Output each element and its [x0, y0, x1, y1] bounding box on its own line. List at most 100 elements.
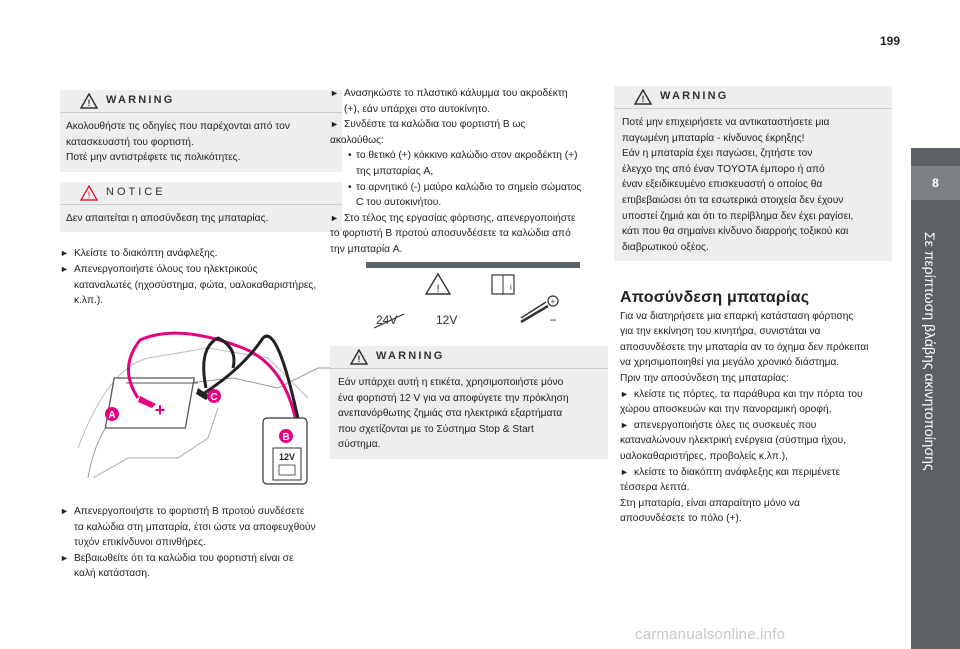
- text-line: Ποτέ μην επιχειρήσετε να αντικαταστήσετε…: [622, 117, 830, 128]
- label-24v: 24V: [376, 313, 397, 327]
- text-line: το φορτιστή B προτού αποσυνδέσετε τα καλ…: [330, 228, 571, 240]
- list-item: ► Απενεργοποιήστε το φορτιστή B προτού σ…: [60, 504, 350, 551]
- warning-icon: !: [634, 89, 652, 105]
- arrow-bullet-icon: ►: [330, 212, 339, 223]
- list-item: ► Συνδέστε τα καλώδια του φορτιστή B ως: [330, 117, 610, 133]
- text-line: αποσυνδέσετε την μπαταρία αν το όχημα δε…: [620, 341, 869, 353]
- text-line: παγωμένη μπαταρία - κίνδυνος έκρηξης!: [622, 132, 805, 144]
- text-line: Ανασηκώστε το πλαστικό κάλυμμα του ακροδ…: [344, 88, 568, 99]
- warning-icon: !: [80, 93, 98, 109]
- text-line: Εάν η μπαταρία έχει παγώσει, ζητήστε τον: [622, 148, 813, 160]
- label-top-bar: [366, 262, 580, 268]
- steps-2: ► Απενεργοποιήστε το φορτιστή B προτού σ…: [60, 504, 350, 582]
- text-line: Για να διατηρήσετε μια επαρκή κατάσταση …: [620, 310, 854, 322]
- warning-box-1: ! WARNING Ακολουθήστε τις οδηγίες που πα…: [60, 90, 342, 172]
- arrow-bullet-icon: ►: [330, 88, 339, 98]
- label-a-circle: [105, 407, 119, 421]
- text-line: Στη μπαταρία, είναι απαραίτητο μόνο να: [620, 497, 801, 509]
- minus-symbol: −: [549, 313, 556, 327]
- warning-header: ! WARNING: [60, 90, 342, 112]
- arrow-bullet-icon: ►: [60, 506, 69, 516]
- warning-header: ! WARNING: [330, 346, 608, 368]
- steps-1: ► Κλείστε το διακόπτη ανάφλεξης. ► Απενερ…: [60, 246, 342, 308]
- label-c-circle: [207, 389, 221, 403]
- section-heading: Αποσύνδεση μπαταρίας: [620, 289, 810, 306]
- text-line: Απενεργοποιήστε όλους του ηλεκτρικούς: [74, 263, 258, 275]
- warning-text: Ακολουθήστε τις οδηγίες που παρέχονται α…: [60, 113, 342, 166]
- warning-mark: !: [436, 283, 439, 295]
- dot-bullet: •: [348, 150, 352, 162]
- text-line: χώρου αποσκευών και την πανοραμική οροφή…: [620, 404, 832, 416]
- text-line: επιβεβαιώσει ότι τα εσωτερικά στοιχεία δ…: [622, 194, 844, 206]
- list-item: ► Στο τέλος της εργασίας φόρτισης, απενε…: [330, 211, 610, 227]
- clamp-icon: [520, 304, 549, 324]
- chapter-title: Σε περίπτωση βλάβης ακινητοποίησης: [922, 232, 938, 471]
- black-cable: [202, 336, 236, 389]
- chapter-number: 8: [911, 166, 960, 200]
- text-line: κ.λπ.).: [74, 295, 104, 307]
- red-clamp: [138, 396, 156, 408]
- list-item: ► απενεργοποιήστε όλες τις συσκευές που: [620, 418, 902, 434]
- text-line: έναν εξειδικευμένο επισκευαστή ο οποίος …: [622, 179, 823, 191]
- svg-text:!: !: [358, 354, 361, 364]
- warning-icon: [424, 272, 452, 295]
- arrow-bullet-icon: ►: [620, 466, 629, 477]
- warning-title: WARNING: [660, 90, 729, 103]
- voltage-label-svg: ! i 24V 12V + −: [373, 272, 559, 329]
- warning-text: Εάν υπάρχει αυτή η ετικέτα, χρησιμοποιήσ…: [330, 369, 608, 453]
- list-item: ► κλείστε το διακόπτη ανάφλεξης και περι…: [620, 465, 902, 481]
- battery-charging-illustration: + − A C 12V B: [77, 331, 333, 485]
- text-line: κατασκευαστή του φορτιστή.: [66, 136, 194, 148]
- red-cable: [127, 331, 302, 449]
- warning-title: WARNING: [106, 94, 175, 107]
- svg-text:!: !: [642, 94, 645, 104]
- text-line: Ποτέ μην αντιστρέφετε τις πολικότητες.: [66, 152, 241, 164]
- text-line: κάτι που θα σημαίνει κίνδυνο διαρροής το…: [622, 226, 849, 238]
- text-line: Πριν την αποσύνδεση της μπαταρίας:: [620, 372, 789, 384]
- arrow-bullet-icon: ►: [60, 248, 69, 259]
- text-line: που σχετίζονται με το Σύστημα Stop & Sta…: [338, 423, 534, 435]
- notice-header: ! NOTICE: [60, 182, 342, 204]
- text-line: υαλοκαθαριστήρες, προβολείς κ.λπ.),: [620, 450, 788, 462]
- text-line: Ακολουθήστε τις οδηγίες που παρέχονται α…: [66, 121, 290, 132]
- text-line: Στο τέλος της εργασίας φόρτισης, απενεργ…: [344, 212, 576, 224]
- text-line: να χρησιμοποιηθεί για μεγάλο χρονικό διά…: [620, 357, 840, 369]
- text-line: C του αυτοκινήτου.: [356, 197, 442, 209]
- text-line: Κλείστε το διακόπτη ανάφλεξης.: [74, 248, 218, 260]
- notice-box: ! NOTICE Δεν απαιτείται η αποσύνδεση της…: [60, 181, 342, 233]
- arrow-bullet-icon: ►: [60, 263, 69, 274]
- battery-figure: + − A C 12V B: [68, 328, 338, 488]
- text-line: τα καλώδια στη μπαταρία, έτσι ώστε να απ…: [74, 521, 316, 533]
- text-line: κλείστε το διακόπτη ανάφλεξης και περιμέ…: [634, 466, 840, 478]
- black-clamp: [196, 388, 210, 400]
- text-line: ακολούθως:: [330, 134, 384, 146]
- battery-disconnection-section: Αποσύνδεση μπαταρίας Για να διατηρήσετε …: [620, 290, 902, 527]
- text-line: αποσυνδέσετε το πόλο (+).: [620, 513, 742, 525]
- text-line: Απενεργοποιήστε το φορτιστή B προτού συν…: [74, 506, 305, 517]
- warning-header: ! WARNING: [614, 86, 892, 108]
- warning-box-3: ! WARNING Ποτέ μην επιχειρήσετε να αντικ…: [614, 86, 892, 262]
- arrow-bullet-icon: ►: [620, 388, 629, 399]
- label-a: A: [108, 410, 115, 421]
- arrow-bullet-icon: ►: [330, 119, 339, 130]
- warning-box-2: ! WARNING Εάν υπάρχει αυτή η ετικέτα, χρ…: [330, 346, 608, 459]
- text-line: υποστεί ζημιά και ότι το περίβλημα δεν έ…: [622, 210, 854, 222]
- column-2: ► Ανασηκώστε το πλαστικό κάλυμμα του ακρ…: [330, 86, 610, 258]
- warning-title: WARNING: [376, 350, 445, 363]
- watermark: carmanualsonline.info: [635, 626, 786, 643]
- list-item: ► Απενεργοποιήστε όλους του ηλεκτρικούς …: [60, 262, 342, 309]
- text-line: έλεγχο της από έναν TOYOTA έμπορο ή από: [622, 163, 825, 175]
- text-line: το θετικό (+) κόκκινο καλώδιο στον ακροδ…: [356, 150, 578, 162]
- label-c: C: [210, 392, 217, 403]
- text-line: Εάν υπάρχει αυτή η ετικέτα, χρησιμοποιήσ…: [338, 377, 564, 388]
- text-line: τέσσερα λεπτά.: [620, 482, 690, 494]
- text-line: σύστημα.: [338, 439, 381, 451]
- charger-voltage: 12V: [279, 452, 295, 462]
- plus-symbol: +: [551, 297, 556, 306]
- voltage-label-figure: ! i 24V 12V + −: [366, 262, 580, 334]
- text-line: διαβρωτικού οξέος.: [622, 241, 709, 253]
- text-line: την μπαταρία A.: [330, 243, 403, 255]
- svg-text:!: !: [88, 98, 91, 108]
- text-line: ένα φορτιστή 12 V για να αποφύγετε την π…: [338, 392, 569, 404]
- text-line: καλή κατάσταση.: [74, 568, 150, 580]
